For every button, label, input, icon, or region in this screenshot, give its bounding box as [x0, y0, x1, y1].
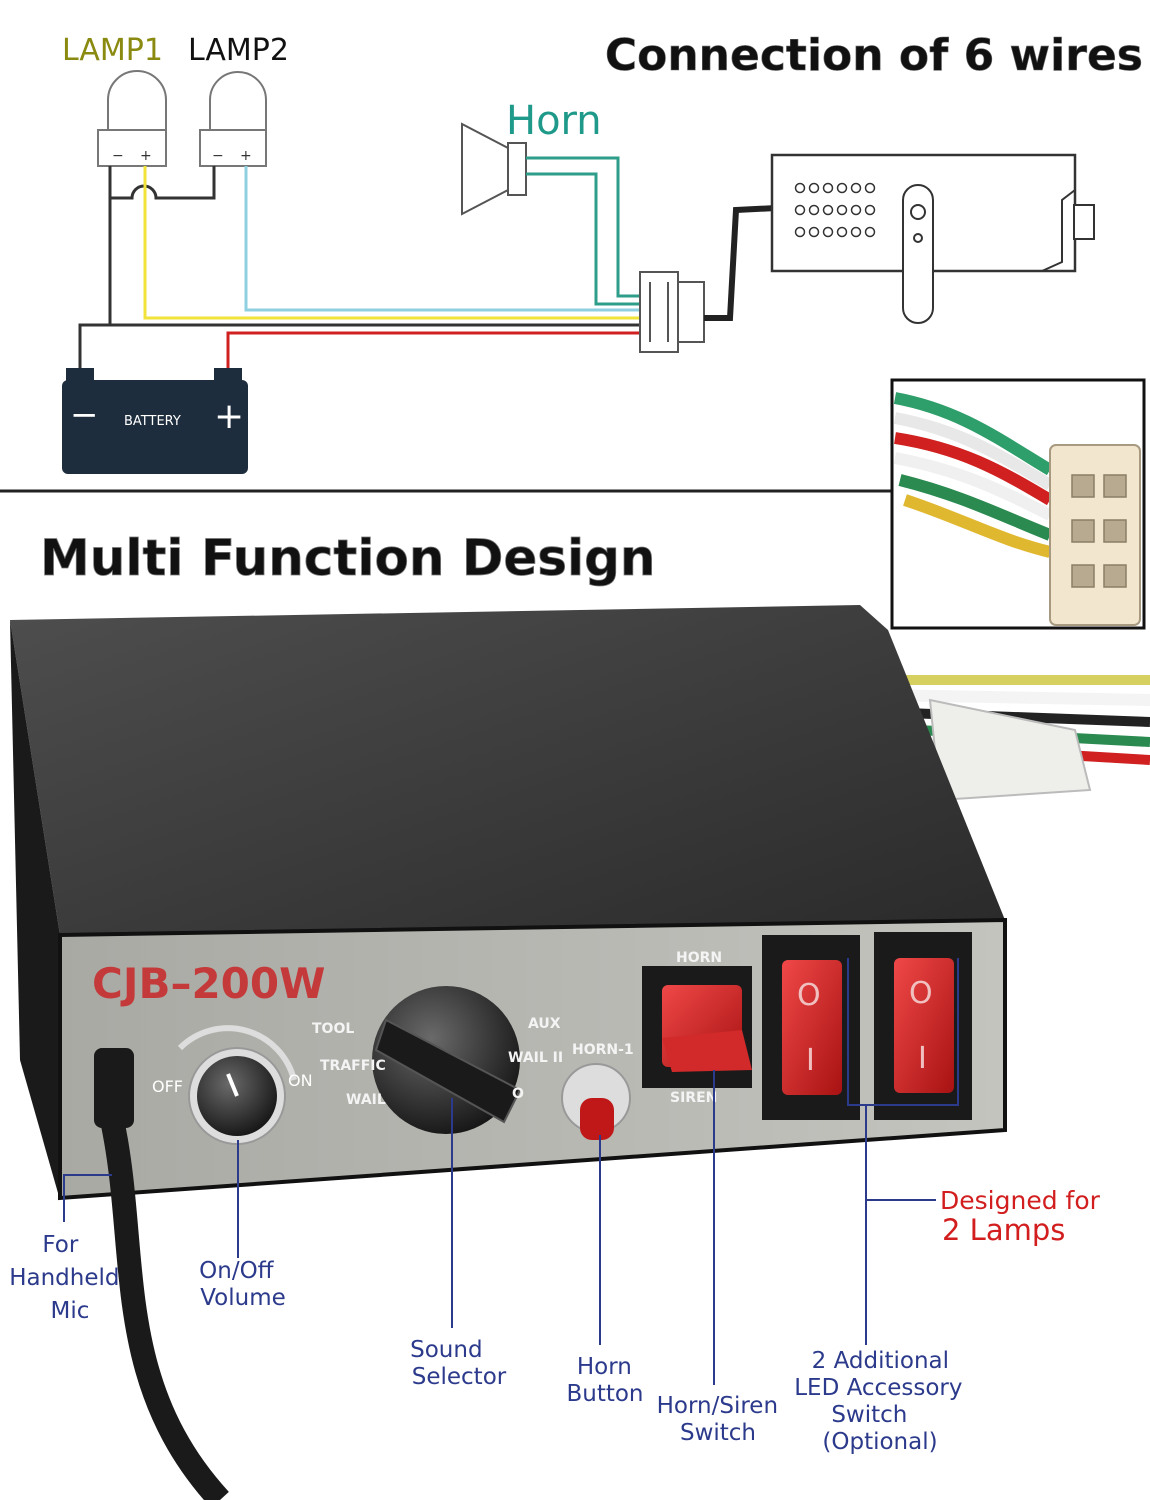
multi-function-title: Multi Function Design [40, 529, 656, 587]
battery-label: BATTERY [124, 414, 181, 429]
wiring-diagram: − + − + LAMP1 LAMP2 Horn [62, 30, 1143, 474]
svg-text:−: − [212, 148, 224, 164]
horn-siren-switch[interactable] [642, 966, 752, 1088]
battery-icon: − + BATTERY [62, 368, 248, 474]
led-switch-1-o: O [797, 978, 821, 1013]
grille-dot [836, 204, 848, 216]
cable-harness [879, 675, 1150, 802]
mic-line-1: For [42, 1232, 78, 1258]
lamp2-positive-wire [244, 166, 640, 312]
horn-switch-top-label: HORN [676, 950, 722, 966]
led-line-2: LED Accessory [794, 1375, 962, 1401]
sound-selector-knob[interactable] [372, 986, 522, 1134]
horn-siren-callout: Horn/Siren Switch [657, 1393, 786, 1446]
led-switch-2[interactable]: O I [874, 932, 972, 1120]
grille-dot [850, 204, 862, 216]
siren-box: CJB–200W OFF ON TOOL TRAFFIC WAIL AUX WA… [10, 605, 1007, 1500]
aux-label: AUX [528, 1016, 561, 1032]
lamp2-label: LAMP2 [188, 33, 289, 68]
sound-line-1: Sound [410, 1337, 482, 1363]
horn-button-line-2: Button [566, 1381, 643, 1407]
wail2-label: WAIL II [508, 1050, 563, 1066]
battery-positive-wire [226, 331, 640, 372]
connector-icon [639, 271, 705, 353]
grille-dot [850, 226, 862, 238]
led-switch-2-i: I [918, 1041, 927, 1076]
callout-leaders [63, 1070, 936, 1385]
volume-line-1: On/Off [199, 1258, 275, 1284]
siren-controller-icon [770, 153, 1095, 324]
on-label: ON [288, 1071, 313, 1090]
mic-line-2: Handheld [9, 1265, 119, 1291]
grille-dot [808, 204, 820, 216]
horn-button-callout: Horn Button [566, 1354, 643, 1407]
grille-dot [808, 182, 820, 194]
horn-wire-1 [526, 156, 642, 298]
model-label: CJB–200W [92, 959, 325, 1008]
horn-label: Horn [506, 98, 602, 144]
svg-text:+: + [140, 148, 152, 164]
lamp-negative-wire [108, 166, 216, 325]
wail-label: WAIL [346, 1092, 386, 1108]
lamp1-icon: − + [97, 70, 167, 167]
lamps-callout-count: 2 Lamps [942, 1213, 1065, 1247]
grille-dot [864, 226, 876, 238]
ground-wire [78, 323, 640, 370]
traffic-label: TRAFFIC [320, 1058, 386, 1074]
led-line-3: Switch [831, 1402, 907, 1428]
lamp1-positive-wire [143, 166, 640, 320]
grille-dot [822, 204, 834, 216]
volume-knob[interactable] [177, 1025, 297, 1145]
horn-siren-line-1: Horn/Siren [657, 1393, 778, 1419]
svg-text:−: − [112, 148, 124, 164]
yelp-label: O [512, 1086, 524, 1102]
volume-line-2: Volume [200, 1285, 286, 1311]
sound-callout: Sound Selector [410, 1337, 507, 1390]
controller-cable [704, 205, 777, 321]
lamp1-label: LAMP1 [62, 33, 163, 68]
grille-dot [794, 182, 806, 194]
grille-dot [836, 182, 848, 194]
connector-photo-inset [890, 378, 1146, 630]
siren-label: SIREN [670, 1090, 717, 1106]
grille-dot [808, 226, 820, 238]
horn1-label: HORN-1 [572, 1042, 634, 1058]
mic-line-3: Mic [51, 1298, 90, 1324]
battery-plus-label: + [214, 396, 244, 437]
led-switch-1[interactable]: O I [762, 935, 860, 1120]
led-callout: 2 Additional LED Accessory Switch (Optio… [794, 1348, 970, 1455]
sound-line-2: Selector [412, 1364, 507, 1390]
tool-label: TOOL [312, 1021, 354, 1037]
mic-callout: For Handheld Mic [9, 1232, 127, 1324]
lamps-callout-title: Designed for [940, 1186, 1101, 1215]
connection-title: Connection of 6 wires [605, 30, 1143, 81]
lamp2-icon: − + [199, 71, 267, 167]
led-switch-2-o: O [909, 976, 933, 1011]
volume-callout: On/Off Volume [199, 1258, 286, 1311]
grille-dot [822, 226, 834, 238]
led-switch-1-i: I [806, 1043, 815, 1078]
grille-dot [864, 204, 876, 216]
horn-button-line-1: Horn [577, 1354, 632, 1380]
grille-dot [864, 182, 876, 194]
svg-text:+: + [240, 148, 252, 164]
grille-dot [836, 226, 848, 238]
grille-dot [794, 226, 806, 238]
grille-dot [850, 182, 862, 194]
led-line-1: 2 Additional [812, 1348, 949, 1374]
off-label: OFF [152, 1077, 183, 1096]
horn-siren-line-2: Switch [680, 1420, 756, 1446]
horn-wire-2 [526, 172, 642, 306]
battery-minus-label: − [70, 395, 99, 435]
led-line-4: (Optional) [822, 1429, 937, 1455]
grille-dot [822, 182, 834, 194]
mic-jack-icon [94, 1048, 229, 1500]
grille-dot [794, 204, 806, 216]
horn-icon [461, 122, 527, 216]
horn-button[interactable] [561, 1063, 631, 1140]
